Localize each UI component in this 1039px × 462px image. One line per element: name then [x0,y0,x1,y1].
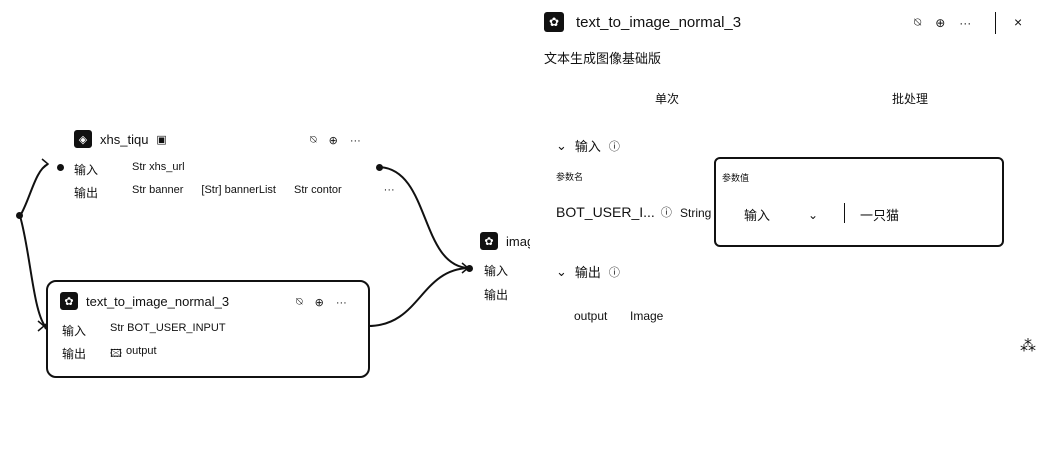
panel-title: text_to_image_normal_3 [576,13,742,31]
input-section-header[interactable]: ⌄ 输入 ⓘ [556,136,620,155]
param-name-header: 参数名 [556,172,584,182]
output-type: Image [630,309,664,323]
close-icon[interactable]: × [1014,14,1023,30]
value-divider [844,203,845,223]
more-outputs-icon[interactable]: ··· [383,184,395,196]
node-title: imag [506,233,530,249]
param-name-text: BOT_USER_I... [556,204,655,220]
top-node-input-port[interactable] [57,164,64,171]
right-node-input-port[interactable] [466,265,473,272]
output-label: 输出 [74,186,99,200]
output-param-contor: Str contor [293,184,342,196]
chevron-down-icon: ⌄ [808,207,819,222]
wire-top-to-right [379,166,469,269]
input-label: 输入 [484,264,509,278]
debug-icon[interactable]: ⍉ [914,15,922,29]
input-label: 输入 [74,163,99,177]
share-nodes-icon[interactable]: ⁂ [1020,338,1036,355]
top-node-output-port[interactable] [376,164,383,171]
arrow-top [41,158,50,170]
cube-icon: ◈ [74,130,92,148]
info-icon: ⓘ [660,207,672,219]
output-param-banner: Str banner [132,184,184,196]
node-detail-panel: ✿ text_to_image_normal_3 ⍉ ⊕ ··· × 文本生成图… [530,0,1039,462]
input-param: Str xhs_url [132,161,185,173]
workflow-canvas[interactable]: ◈ xhs_tiqu ▣ ⍉ ⊕ ··· 输入 Str xhs_url 输出 S… [0,0,530,462]
chevron-down-icon: ⌄ [556,137,567,153]
image-icon: ✿ [544,12,564,32]
node-text-to-image-normal-3[interactable]: ✿ text_to_image_normal_3 ⍉ ⊕ ··· 输入 Str … [46,280,370,378]
input-section-label: 输入 [574,139,601,154]
node-badge-icon: ▣ [156,133,167,146]
more-icon[interactable]: ··· [349,134,361,147]
panel-description: 文本生成图像基础版 [544,51,662,66]
start-port[interactable] [16,212,23,219]
info-icon: ⓘ [608,140,620,153]
wire-selected-to-right [367,267,469,327]
output-section-label: 输出 [574,265,601,280]
output-section-header[interactable]: ⌄ 输出 ⓘ [556,262,620,281]
header-divider [995,12,996,34]
node-title: text_to_image_normal_3 [86,293,230,309]
param-value-input[interactable]: 一只猫 [860,208,900,223]
input-label: 输入 [62,324,87,338]
param-value-box: 参数值 输入 ⌄ 一只猫 [714,157,1004,247]
info-icon: ⓘ [608,266,620,279]
param-value-header: 参数值 [722,173,750,183]
wire-start-to-top [19,163,49,217]
param-name: BOT_USER_I... ⓘ [556,204,672,220]
more-icon[interactable]: ··· [959,15,972,30]
input-mode-value: 输入 [744,208,771,223]
output-label: 输出 [484,288,509,302]
output-label: 输出 [62,347,87,361]
input-mode-select[interactable]: 输入 ⌄ [744,205,818,224]
image-type-icon: 🖾 [110,348,122,360]
chevron-down-icon: ⌄ [556,263,567,279]
tab-single[interactable]: 单次 [655,92,680,106]
add-icon[interactable]: ⊕ [328,135,338,147]
image-icon: ✿ [480,232,498,250]
debug-icon[interactable]: ⍉ [296,296,303,308]
tab-batch[interactable]: 批处理 [892,92,929,106]
param-type: String [680,206,712,220]
debug-icon[interactable]: ⍉ [310,134,317,146]
output-param: output [125,345,157,357]
output-param-bannerlist: [Str] bannerList [201,184,276,196]
add-icon[interactable]: ⊕ [314,297,324,309]
input-param: Str BOT_USER_INPUT [110,322,226,334]
node-title: xhs_tiqu [100,131,149,147]
image-icon: ✿ [60,292,78,310]
add-icon[interactable]: ⊕ [935,15,946,30]
connection-lines [19,158,470,332]
output-name: output [574,309,608,323]
panel-header: ✿ text_to_image_normal_3 [544,12,741,32]
more-icon[interactable]: ··· [335,296,347,309]
wire-start-to-selected [19,215,46,327]
